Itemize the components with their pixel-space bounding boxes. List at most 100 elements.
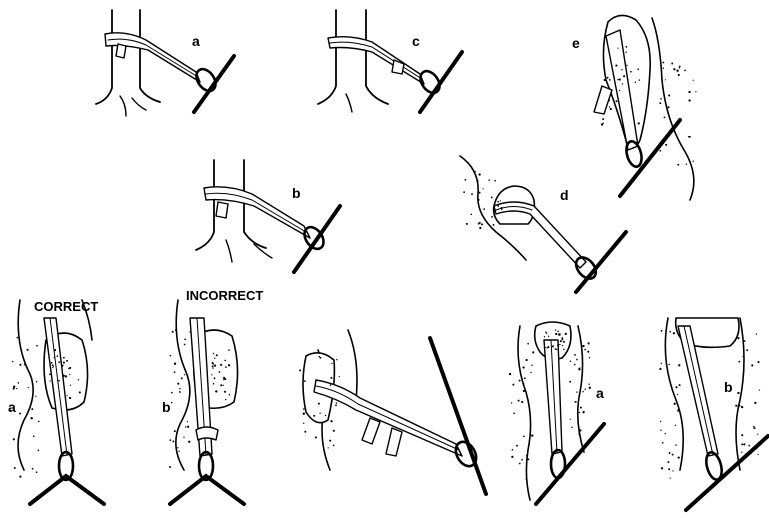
stipple-dot bbox=[36, 471, 38, 473]
label-correct: CORRECT bbox=[34, 299, 98, 314]
stipple-dot bbox=[304, 431, 306, 433]
stipple-dot bbox=[693, 161, 694, 162]
stipple-dot bbox=[38, 421, 40, 423]
stipple-dot bbox=[27, 349, 29, 351]
stipple-dot bbox=[330, 384, 332, 386]
stipple-dot bbox=[482, 188, 483, 189]
stipple-dot bbox=[494, 180, 496, 182]
flake-sling-tieoff bbox=[303, 330, 486, 494]
stipple-dot bbox=[744, 340, 746, 342]
stipple-dot bbox=[511, 402, 512, 403]
stipple-dot bbox=[69, 397, 71, 399]
stipple-dot bbox=[693, 80, 694, 81]
stipple-dot bbox=[303, 423, 304, 424]
stipple-dot bbox=[28, 387, 29, 388]
stipple-dot bbox=[212, 365, 214, 367]
stipple-dot bbox=[677, 164, 679, 166]
stipple-dot bbox=[65, 375, 67, 377]
stipple-dot bbox=[523, 366, 525, 368]
stipple-dot bbox=[223, 385, 224, 386]
stipple-dot bbox=[630, 71, 632, 73]
stipple-dot bbox=[582, 411, 584, 413]
stipple-dot bbox=[622, 83, 623, 84]
stipple-dot bbox=[555, 333, 557, 335]
stipple-dot bbox=[668, 468, 670, 470]
stipple-dot bbox=[465, 179, 467, 181]
stipple-dot bbox=[478, 199, 480, 201]
stipple-dot bbox=[558, 333, 560, 335]
stipple-dot bbox=[671, 63, 673, 65]
stipple-dot bbox=[663, 67, 664, 68]
stipple-dot bbox=[211, 374, 212, 375]
stipple-dot bbox=[561, 339, 563, 341]
stipple-dot bbox=[660, 98, 662, 100]
stipple-dot bbox=[511, 456, 513, 458]
stipple-dot bbox=[228, 349, 230, 351]
stipple-dot bbox=[584, 349, 586, 351]
stipple-dot bbox=[223, 379, 224, 380]
stipple-dot bbox=[565, 333, 567, 335]
stipple-dot bbox=[33, 435, 35, 437]
stipple-dot bbox=[213, 353, 214, 354]
stipple-dot bbox=[555, 330, 556, 331]
stipple-dot bbox=[303, 408, 305, 410]
stipple-dot bbox=[557, 344, 559, 346]
stipple-dot bbox=[299, 369, 301, 371]
stipple-dot bbox=[560, 340, 562, 342]
stipple-dot bbox=[619, 78, 621, 80]
stipple-dot bbox=[51, 362, 53, 364]
stipple-dot bbox=[224, 360, 226, 362]
stipple-dot bbox=[602, 123, 603, 124]
stipple-dot bbox=[668, 364, 669, 365]
stipple-dot bbox=[31, 417, 33, 419]
stipple-dot bbox=[339, 376, 340, 377]
label-horn-d: d bbox=[560, 187, 569, 203]
stipple-dot bbox=[518, 400, 520, 402]
stipple-dot bbox=[225, 399, 226, 400]
chockstone-anchor-a: a bbox=[518, 322, 604, 504]
stipple-dot bbox=[471, 193, 473, 195]
stipple-dot bbox=[13, 386, 15, 388]
stipple-dot bbox=[478, 223, 480, 225]
stipple-dot bbox=[756, 333, 757, 334]
stipple-dot bbox=[688, 99, 690, 101]
stipple-dot bbox=[678, 456, 680, 458]
stipple-dot bbox=[330, 377, 332, 379]
stipple-dot bbox=[333, 445, 335, 447]
stipple-dot bbox=[497, 201, 499, 203]
stipple-dot bbox=[679, 67, 681, 69]
stipple-dot bbox=[607, 77, 609, 79]
stipple-dot bbox=[635, 82, 636, 83]
stipple-dot bbox=[532, 351, 534, 353]
stipple-dot bbox=[665, 144, 667, 146]
stipple-dot bbox=[38, 450, 40, 452]
stipple-dot bbox=[748, 445, 750, 447]
stipple-dot bbox=[19, 413, 21, 415]
stipple-dot bbox=[751, 364, 753, 366]
stipple-dot bbox=[665, 79, 666, 80]
stipple-dot bbox=[531, 434, 533, 436]
stipple-dot bbox=[313, 415, 315, 417]
stipple-dot bbox=[171, 392, 173, 394]
stipple-dot bbox=[19, 364, 21, 366]
stipple-dot bbox=[466, 223, 468, 225]
stipple-dot bbox=[660, 421, 661, 422]
stipple-dot bbox=[185, 426, 186, 427]
stipple-dot bbox=[545, 347, 546, 348]
stipple-dot bbox=[57, 355, 59, 357]
stipple-dot bbox=[526, 455, 528, 457]
stipple-dot bbox=[228, 364, 230, 366]
stipple-dot bbox=[303, 413, 305, 415]
stipple-dot bbox=[220, 384, 222, 386]
stipple-dot bbox=[639, 79, 640, 80]
label-flake-e: e bbox=[572, 35, 580, 51]
stipple-dot bbox=[585, 389, 586, 390]
stipple-dot bbox=[32, 468, 34, 470]
stipple-dot bbox=[70, 385, 71, 386]
stipple-dot bbox=[57, 380, 59, 382]
stipple-dot bbox=[637, 68, 639, 70]
stipple-dot bbox=[672, 454, 674, 456]
incorrect-threaded-chockstone: INCORRECT b bbox=[162, 288, 263, 504]
stipple-dot bbox=[739, 405, 741, 407]
stipple-dot bbox=[61, 365, 63, 367]
